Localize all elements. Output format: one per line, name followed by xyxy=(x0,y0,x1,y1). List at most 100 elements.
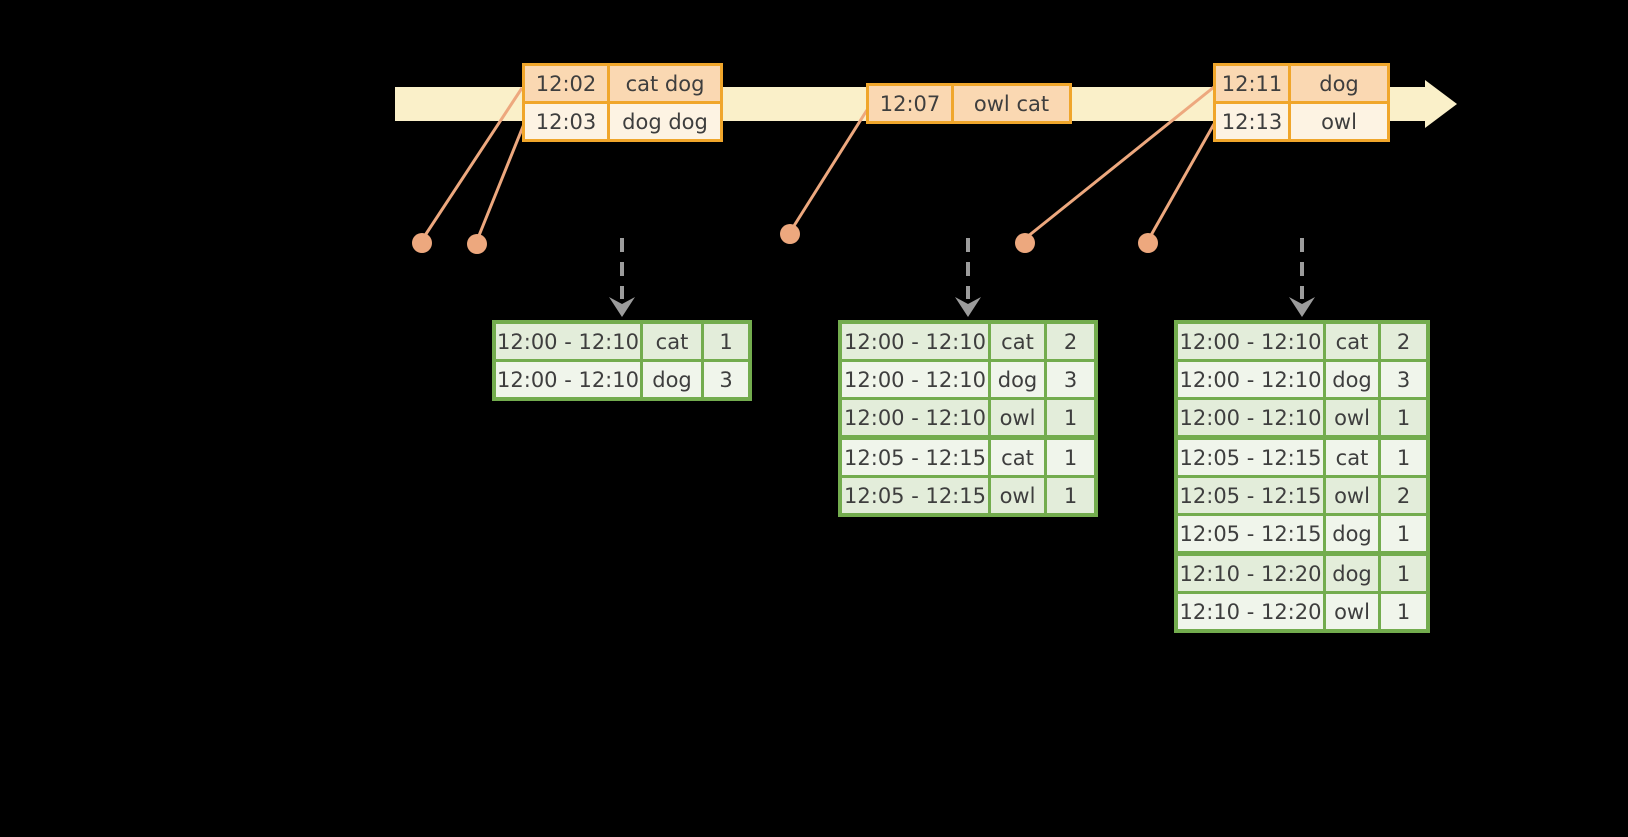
table-cell: 1 xyxy=(1047,440,1094,475)
table-cell: 12:05 - 12:15 xyxy=(1178,478,1323,513)
table-cell: 12:00 - 12:10 xyxy=(842,362,988,397)
table-cell: 1 xyxy=(704,324,748,359)
table-cell: dog xyxy=(1291,66,1387,101)
table-cell: owl xyxy=(1326,478,1378,513)
table-cell: 12:00 - 12:10 xyxy=(1178,324,1323,359)
table-cell: 12:11 xyxy=(1216,66,1288,101)
table-cell: 12:00 - 12:10 xyxy=(1178,400,1323,435)
trigger-arrow xyxy=(1289,238,1315,317)
table-cell: owl xyxy=(1291,104,1387,139)
event-dot-icon xyxy=(1015,233,1035,253)
table-cell: 12:07 xyxy=(869,86,951,121)
event-line xyxy=(790,109,869,230)
table-cell: owl xyxy=(1326,400,1378,435)
table-cell: 2 xyxy=(1381,324,1426,359)
table-cell: 2 xyxy=(1381,478,1426,513)
table-cell: 1 xyxy=(1047,478,1094,513)
arrow-down-icon xyxy=(955,297,981,317)
event-line xyxy=(476,123,526,239)
table-cell: cat xyxy=(1326,440,1378,475)
table-cell: 1 xyxy=(1381,400,1426,435)
event-dot-icon xyxy=(780,224,800,244)
table-cell: 12:05 - 12:15 xyxy=(842,440,988,475)
table-cell: 1 xyxy=(1381,516,1426,551)
table-cell: dog xyxy=(1326,516,1378,551)
table-cell: 12:02 xyxy=(525,66,607,101)
table-cell: 12:13 xyxy=(1216,104,1288,139)
table-cell: 3 xyxy=(704,362,748,397)
table-cell: 1 xyxy=(1381,556,1426,591)
event-line xyxy=(422,87,524,238)
table-cell: cat xyxy=(643,324,701,359)
event-dots xyxy=(412,224,1158,254)
event-dot-icon xyxy=(1138,233,1158,253)
arrow-down-icon xyxy=(609,297,635,317)
table-cell: dog dog xyxy=(610,104,720,139)
table-cell: cat xyxy=(991,324,1044,359)
table-cell: 12:00 - 12:10 xyxy=(842,324,988,359)
table-cell: owl xyxy=(1326,594,1378,629)
event-connector-lines xyxy=(422,85,1216,239)
table-cell: 12:10 - 12:20 xyxy=(1178,594,1323,629)
event-dot-icon xyxy=(467,234,487,254)
timeline-arrowhead-icon xyxy=(1425,80,1457,128)
table-cell: 1 xyxy=(1381,594,1426,629)
table-cell: cat xyxy=(1326,324,1378,359)
table-cell: 12:05 - 12:15 xyxy=(1178,516,1323,551)
event-line xyxy=(1026,85,1215,239)
table-cell: dog xyxy=(1326,556,1378,591)
table-cell: owl xyxy=(991,478,1044,513)
table-cell: 12:00 - 12:10 xyxy=(496,362,640,397)
table-cell: 12:05 - 12:15 xyxy=(842,478,988,513)
table-cell: 12:10 - 12:20 xyxy=(1178,556,1323,591)
table-cell: cat dog xyxy=(610,66,720,101)
table-cell: dog xyxy=(991,362,1044,397)
trigger-arrow xyxy=(609,238,635,317)
table-cell: 3 xyxy=(1047,362,1094,397)
event-line xyxy=(1148,123,1216,238)
arrow-down-icon xyxy=(1289,297,1315,317)
trigger-arrow xyxy=(955,238,981,317)
table-cell: 12:00 - 12:10 xyxy=(496,324,640,359)
table-cell: dog xyxy=(1326,362,1378,397)
table-cell: 12:00 - 12:10 xyxy=(1178,362,1323,397)
table-cell: 2 xyxy=(1047,324,1094,359)
table-cell: dog xyxy=(643,362,701,397)
table-cell: 1 xyxy=(1047,400,1094,435)
table-cell: 12:05 - 12:15 xyxy=(1178,440,1323,475)
table-cell: owl xyxy=(991,400,1044,435)
table-cell: 3 xyxy=(1381,362,1426,397)
table-cell: cat xyxy=(991,440,1044,475)
event-dot-icon xyxy=(412,233,432,253)
table-cell: 12:03 xyxy=(525,104,607,139)
table-cell: owl cat xyxy=(954,86,1069,121)
table-cell: 12:00 - 12:10 xyxy=(842,400,988,435)
